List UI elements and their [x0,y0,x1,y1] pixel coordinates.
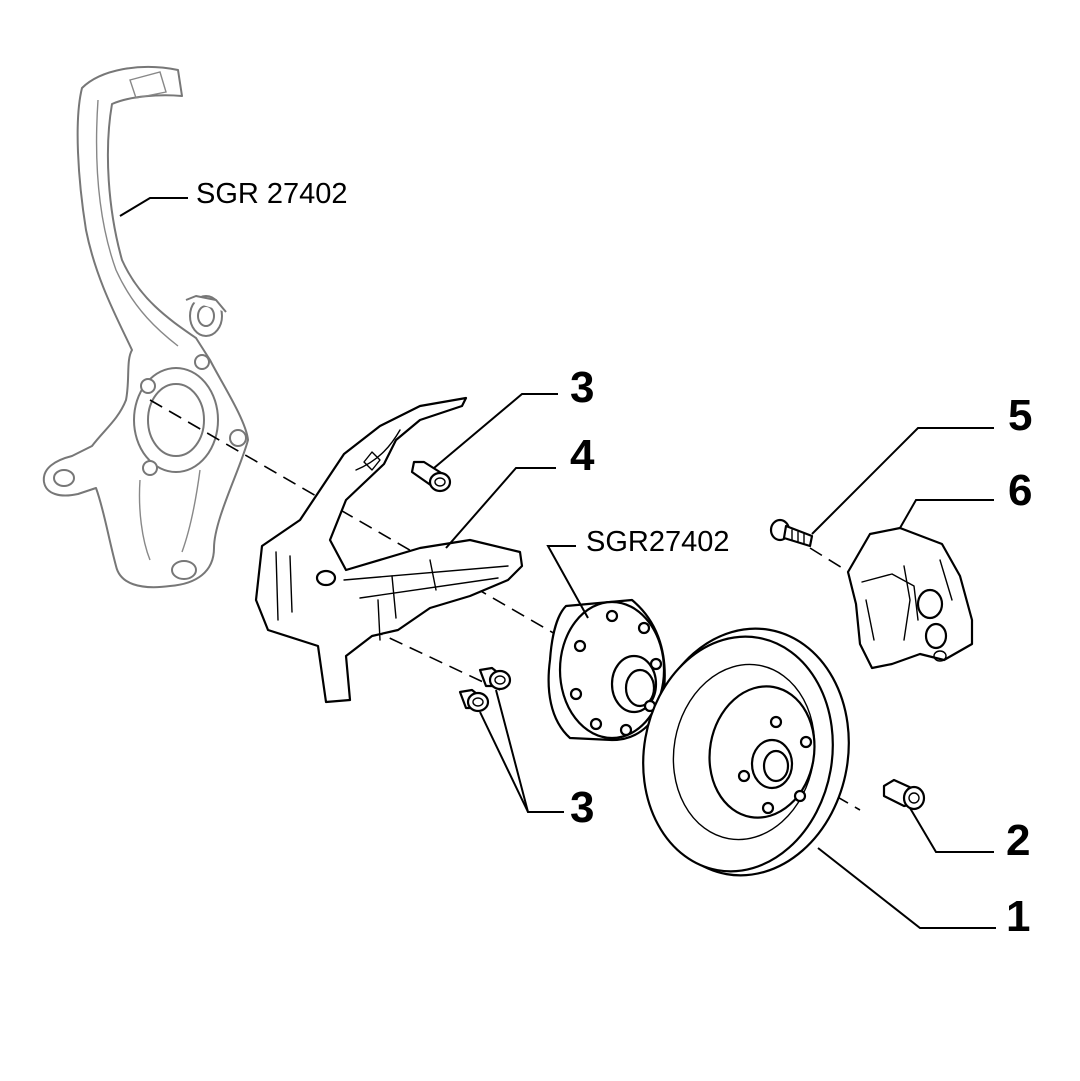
shield-screw-lower-2 [458,688,490,713]
callout-3-bottom: 3 [570,783,594,832]
ref-label-knuckle: SGR 27402 [196,178,348,210]
wheel-hub-bearing [547,598,666,742]
brake-caliper [846,526,974,670]
leader-2 [909,807,994,853]
brake-disc [642,627,850,877]
disc-screw [882,778,926,811]
callout-4: 4 [570,431,595,480]
leader-6 [899,499,994,529]
leader-5 [811,427,994,535]
leader-ref-knuckle [119,197,188,217]
callout-3-top: 3 [570,363,594,412]
callout-5: 5 [1008,391,1032,440]
ref-label-hub: SGR27402 [586,526,730,558]
callout-1: 1 [1006,892,1030,941]
callout-2: 2 [1006,816,1030,865]
caliper-bolt [769,518,814,548]
leader-ref-hub [546,545,589,619]
steering-knuckle [42,65,249,589]
leader-1 [817,847,996,929]
shield-screw-top [410,460,452,493]
leader-4 [445,467,556,549]
shield-screw-lower-1 [478,666,512,691]
callout-6: 6 [1008,466,1032,515]
leader-3-top [433,393,558,469]
leader-3-bottom-b [479,711,529,813]
brake-dust-shield [254,396,524,704]
